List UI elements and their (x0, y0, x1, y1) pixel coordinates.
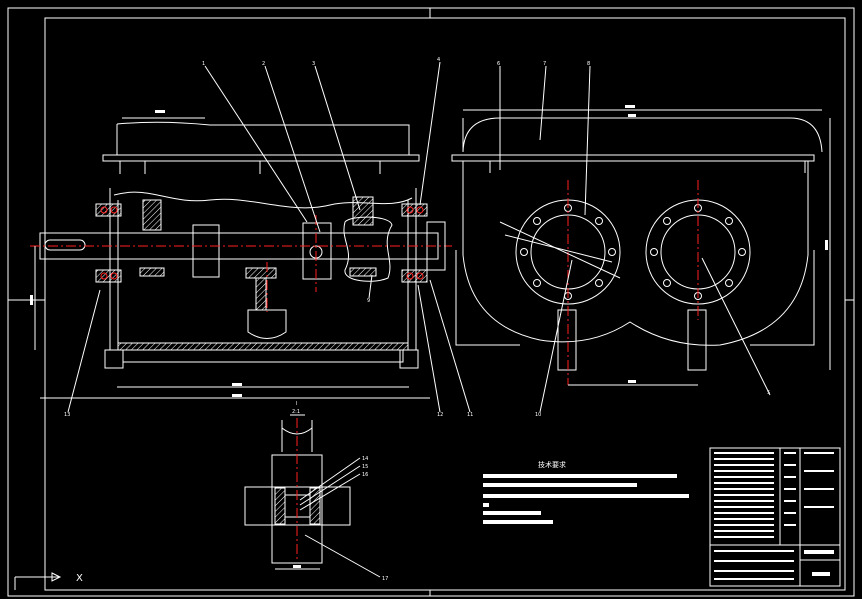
notes-heading: 技术要求 (538, 460, 566, 469)
part-label-17: 17 (382, 576, 388, 582)
side-view (451, 105, 831, 386)
side-leaders (499, 65, 771, 413)
part-label-4: 4 (437, 57, 440, 63)
front-section-view (30, 110, 452, 399)
part-label-9: 9 (367, 298, 370, 304)
part-label-12: 12 (437, 412, 443, 418)
ucs-icon: X (14, 572, 83, 590)
svg-text:X: X (76, 573, 83, 584)
part-label-13: 13 (64, 412, 70, 418)
part-label-1: 1 (202, 61, 205, 67)
part-label-8: 8 (587, 61, 590, 67)
part-label-11: 11 (467, 412, 473, 418)
part-label-10: 10 (535, 412, 541, 418)
technical-notes (483, 474, 689, 524)
part-label-14: 14 (362, 456, 368, 462)
detail-view-label: I (296, 401, 297, 407)
title-block (709, 447, 841, 587)
part-labels: 1 2 3 4 5 6 7 8 9 10 11 12 13 14 15 16 1… (64, 57, 770, 582)
part-label-2: 2 (262, 61, 265, 67)
part-label-5: 5 (767, 390, 770, 396)
part-label-6: 6 (497, 61, 500, 67)
part-label-3: 3 (312, 61, 315, 67)
front-leaders (67, 61, 471, 413)
part-label-7: 7 (543, 61, 546, 67)
part-label-15: 15 (362, 464, 368, 470)
part-label-16: 16 (362, 472, 368, 478)
detail-scale-label: 2:1 (292, 409, 300, 415)
detail-view-i (244, 418, 381, 578)
drawing-border (7, 7, 855, 597)
